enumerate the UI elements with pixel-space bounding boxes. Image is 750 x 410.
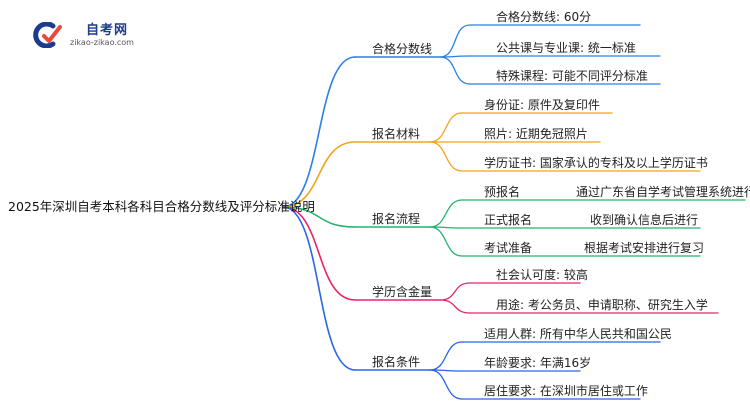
branch-connector bbox=[282, 206, 356, 301]
leaf-item: 合格分数线: 60分 bbox=[496, 10, 592, 24]
logo-url: zikao-zikao.com bbox=[70, 38, 134, 47]
branch-registration-materials: 报名材料 bbox=[372, 127, 421, 141]
leaf-item: 特殊课程: 可能不同评分标准 bbox=[496, 69, 648, 83]
leaf-item: 预报名 bbox=[484, 185, 521, 199]
leaf-connector bbox=[429, 199, 463, 228]
leaf-connector bbox=[439, 24, 471, 58]
leaf-detail: 通过广东省自学考试管理系统进行 bbox=[576, 185, 750, 199]
leaf-detail: 根据考试安排进行复习 bbox=[584, 241, 705, 255]
branch-registration-process: 报名流程 bbox=[372, 212, 421, 226]
leaf-item: 居住要求: 在深圳市居住或工作 bbox=[484, 384, 648, 398]
leaf-connector bbox=[429, 226, 463, 257]
branch-degree-value: 学历含金量 bbox=[372, 285, 433, 299]
leaf-item: 社会认可度: 较高 bbox=[496, 268, 588, 282]
leaf-connector bbox=[429, 341, 463, 371]
leaf-item: 适用人群: 所有中华人民共和国公民 bbox=[484, 327, 672, 341]
logo-title: 自考网 bbox=[86, 23, 129, 38]
leaf-connector bbox=[429, 141, 463, 172]
branch-connector bbox=[282, 206, 356, 228]
leaf-item: 用途: 考公务员、申请职称、研究生入学 bbox=[496, 298, 708, 312]
leaf-item: 学历证书: 国家承认的专科及以上学历证书 bbox=[484, 156, 708, 170]
branch-connector bbox=[282, 56, 356, 208]
leaf-item: 年龄要求: 年满16岁 bbox=[484, 356, 592, 370]
branch-connector bbox=[282, 141, 356, 208]
leaf-connector bbox=[429, 369, 463, 400]
leaf-connector bbox=[439, 56, 471, 85]
leaf-item: 身份证: 原件及复印件 bbox=[484, 98, 600, 112]
leaf-item: 正式报名 bbox=[484, 213, 533, 227]
root-node: 2025年深圳自考本科各科目合格分数线及评分标准说明 bbox=[8, 199, 315, 214]
leaf-item: 考试准备 bbox=[484, 241, 533, 255]
leaf-detail: 收到确认信息后进行 bbox=[590, 213, 699, 227]
logo-mark-icon bbox=[33, 22, 62, 48]
leaf-connector bbox=[439, 299, 471, 314]
leaf-item: 公共课与专业课: 统一标准 bbox=[496, 41, 636, 55]
branch-connector bbox=[282, 206, 356, 371]
leaf-item: 照片: 近期免冠照片 bbox=[484, 127, 588, 141]
leaf-connector bbox=[429, 112, 463, 143]
leaf-connector bbox=[439, 282, 471, 301]
branch-eligibility: 报名条件 bbox=[372, 355, 421, 369]
branch-qualifying-score: 合格分数线 bbox=[372, 42, 433, 56]
